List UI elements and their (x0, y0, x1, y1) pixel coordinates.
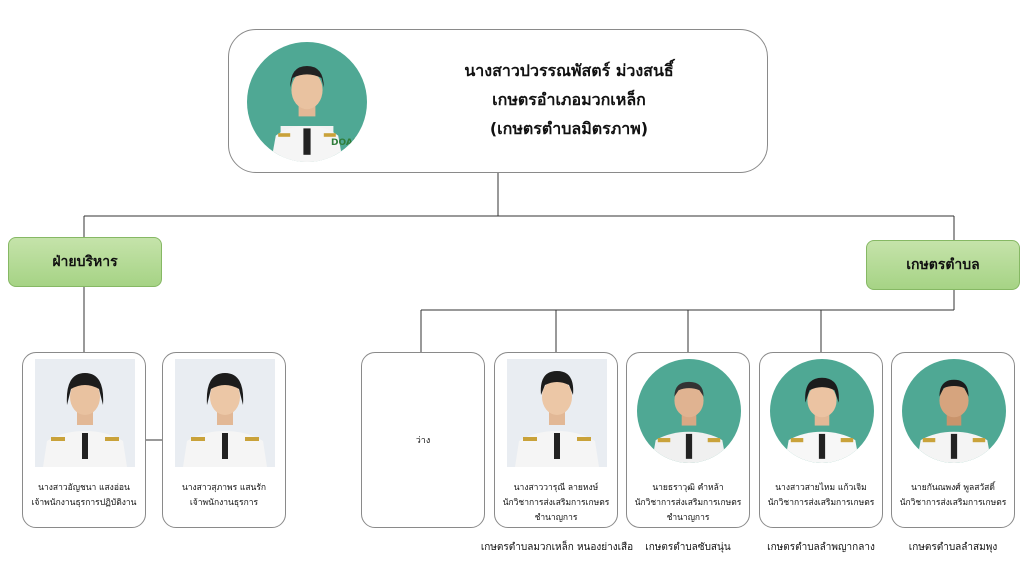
staff-photo (902, 359, 1006, 463)
staff-card-tambon-4: นายกันณพงศ์ พูลสวัสดิ์ นักวิชาการส่งเสริ… (891, 352, 1015, 528)
staff-card-tambon-3: นางสาวสายไหม แก้วเจิม นักวิชาการส่งเสริม… (759, 352, 883, 528)
head-text: นางสาวปวรรณพัสตร์ ม่วงสนธิ์ เกษตรอำเภอมว… (379, 56, 759, 143)
person-portrait (271, 66, 343, 162)
staff-card-vacant: ว่าง (361, 352, 485, 528)
staff-photo (770, 359, 874, 463)
staff-text: นางสาวอัญชนา แสงอ่อน เจ้าพนักงานธุรการปฏ… (25, 481, 143, 511)
doae-logo: DOAE (331, 138, 359, 148)
staff-level: ชำนาญการ (666, 513, 710, 523)
staff-text: นายธราวุฒิ คำหล้า นักวิชาการส่งเสริมการเ… (629, 481, 747, 526)
vacant-label: ว่าง (415, 436, 431, 446)
staff-name: นางสาวอัญชนา แสงอ่อน (38, 483, 130, 493)
staff-position: นักวิชาการส่งเสริมการเกษตร (634, 498, 742, 508)
staff-card-tambon-1: นางสาววารุณี ลายหงษ์ นักวิชาการส่งเสริมก… (494, 352, 618, 528)
area-label: เกษตรตำบลมวกเหล็ก หนองย่างเสือ (480, 542, 634, 553)
area-label: เกษตรตำบลลำพญากลาง (767, 542, 875, 553)
staff-name: นางสาวสายไหม แก้วเจิม (775, 483, 867, 493)
staff-level: ชำนาญการ (534, 513, 578, 523)
staff-photo (637, 359, 741, 463)
person-portrait (43, 373, 127, 467)
staff-photo (35, 359, 135, 467)
group-admin: ฝ่ายบริหาร (8, 237, 162, 287)
staff-text: นางสาวสุภาพร แสนรัก เจ้าพนักงานธุรการ (165, 481, 283, 511)
staff-name: นายกันณพงศ์ พูลสวัสดิ์ (911, 483, 995, 493)
staff-text: นางสาววารุณี ลายหงษ์ นักวิชาการส่งเสริมก… (497, 481, 615, 526)
area-label: เกษตรตำบลซับสนุ่น (645, 542, 731, 553)
person-portrait (515, 371, 599, 467)
staff-position: เจ้าพนักงานธุรการปฏิบัติงาน (31, 498, 137, 508)
staff-position: นักวิชาการส่งเสริมการเกษตร (502, 498, 610, 508)
person-portrait (784, 377, 860, 463)
staff-text: นางสาวสายไหม แก้วเจิม นักวิชาการส่งเสริม… (762, 481, 880, 511)
staff-position: นักวิชาการส่งเสริมการเกษตร (767, 498, 875, 508)
person-portrait (651, 381, 727, 463)
head-photo: DOAE (247, 42, 367, 162)
person-portrait (916, 379, 992, 463)
staff-position: นักวิชาการส่งเสริมการเกษตร (899, 498, 1007, 508)
staff-photo (507, 359, 607, 467)
staff-card-admin-1: นางสาวอัญชนา แสงอ่อน เจ้าพนักงานธุรการปฏ… (22, 352, 146, 528)
head-name: นางสาวปวรรณพัสตร์ ม่วงสนธิ์ (464, 61, 674, 80)
staff-photo (175, 359, 275, 467)
staff-name: นายธราวุฒิ คำหล้า (652, 483, 724, 493)
staff-name: นางสาววารุณี ลายหงษ์ (513, 483, 599, 493)
staff-text: นายกันณพงศ์ พูลสวัสดิ์ นักวิชาการส่งเสริ… (894, 481, 1012, 511)
head-position: เกษตรอำเภอมวกเหล็ก (492, 90, 646, 109)
person-portrait (183, 373, 267, 467)
staff-card-admin-2: นางสาวสุภาพร แสนรัก เจ้าพนักงานธุรการ (162, 352, 286, 528)
head-card: DOAE นางสาวปวรรณพัสตร์ ม่วงสนธิ์ เกษตรอำ… (228, 29, 768, 173)
group-tambon: เกษตรตำบล (866, 240, 1020, 290)
head-role: (เกษตรตำบลมิตรภาพ) (489, 119, 649, 138)
staff-name: นางสาวสุภาพร แสนรัก (181, 483, 267, 493)
staff-position: เจ้าพนักงานธุรการ (189, 498, 259, 508)
staff-card-tambon-2: นายธราวุฒิ คำหล้า นักวิชาการส่งเสริมการเ… (626, 352, 750, 528)
area-label: เกษตรตำบลลำสมพุง (908, 542, 998, 553)
